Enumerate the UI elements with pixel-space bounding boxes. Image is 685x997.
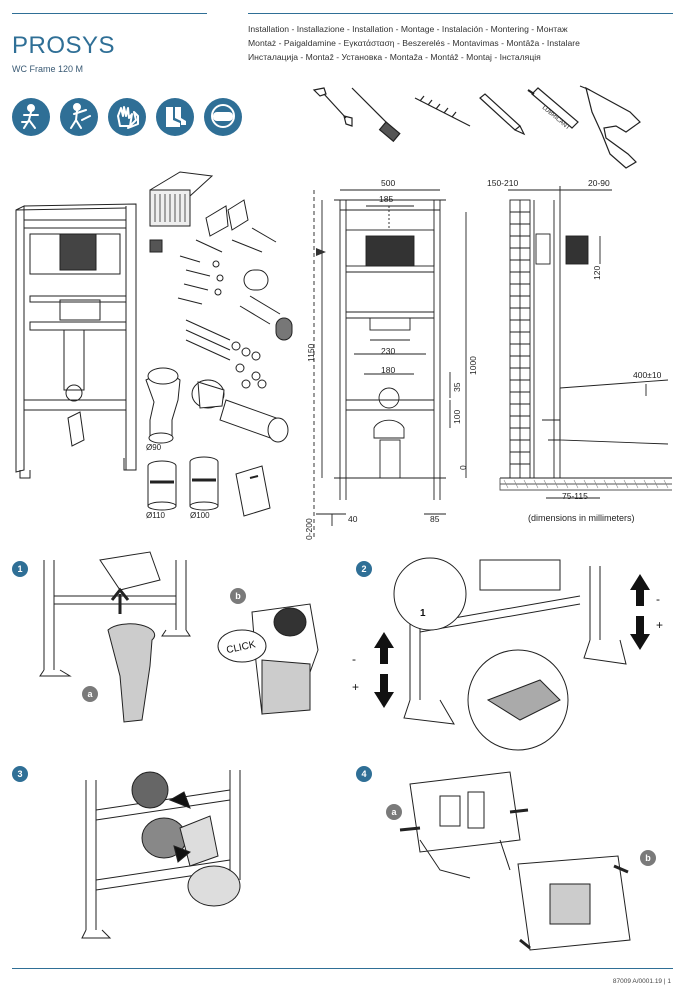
- dim-bracket-width: 230: [381, 346, 396, 356]
- dim-leg-40: 40: [348, 514, 358, 524]
- worker-carrying-icon: [60, 98, 98, 136]
- page-footer: 87009 A/0001.19 | 1: [613, 978, 671, 985]
- person-count-label: 1: [420, 608, 426, 619]
- minus-label-right: -: [656, 592, 660, 606]
- product-name: WC Frame 120 M: [12, 64, 84, 74]
- step-4a-badge: a: [386, 804, 402, 820]
- language-line: Installation - Installazione - Installat…: [248, 24, 568, 34]
- gloves-icon: [108, 98, 146, 136]
- footer-separator: |: [663, 978, 668, 985]
- front-view-drawing: [313, 189, 467, 540]
- document-code: 87009 A/0001.19: [612, 978, 663, 985]
- wc-frame-perspective: [15, 203, 137, 479]
- wrench-icon: [312, 87, 353, 127]
- language-line: Montaż - Paigaldamine - Εγκατάσταση - Be…: [248, 38, 580, 48]
- step-1-badge: 1: [12, 561, 28, 577]
- side-view-drawing: [499, 186, 672, 499]
- arrow-down-left-icon: [374, 674, 394, 708]
- arrow-up-right-icon: [630, 574, 650, 606]
- floor-hatch: [503, 479, 669, 489]
- worker-lifting-icon: [12, 98, 50, 136]
- footer-rule: [12, 968, 673, 969]
- minus-label-left: -: [352, 652, 356, 666]
- parts-kit: [149, 171, 293, 389]
- installation-languages: Installation - Installazione - Installat…: [248, 22, 673, 64]
- coupler-110-label: Ø110: [146, 511, 166, 520]
- step-3-badge: 3: [12, 766, 28, 782]
- safety-goggles-icon: [204, 98, 242, 136]
- pencil-icon: [479, 93, 526, 136]
- step-1b-badge: b: [230, 588, 246, 604]
- step-4b-badge: b: [640, 850, 656, 866]
- instruction-booklet-icon: [235, 465, 271, 517]
- language-line: Инсталација - Montaž - Установка - Monta…: [248, 52, 541, 62]
- straight-pipe: [191, 379, 289, 443]
- dim-floor-offset: 75-115: [562, 491, 588, 501]
- step-3-illustration: [81, 770, 241, 939]
- step-2-badge: 2: [356, 561, 372, 577]
- dim-drain-spacing: 180: [381, 365, 396, 375]
- dim-leg-85: 85: [430, 514, 440, 524]
- step-1a-badge: a: [82, 686, 98, 702]
- power-drill-icon: [579, 85, 641, 169]
- header-rule-left: [12, 13, 207, 14]
- header-rule-right: [248, 13, 673, 14]
- arrow-down-right-icon: [630, 616, 650, 650]
- click-bubble: CLICK: [217, 629, 267, 663]
- step-2-illustration: [393, 557, 627, 751]
- page-number: 1: [667, 978, 671, 985]
- plus-label-left: +: [352, 680, 360, 694]
- coupler-100-label: Ø100: [190, 511, 210, 520]
- arrow-up-left-icon: [374, 632, 394, 664]
- drill-bit-icon: [414, 95, 471, 127]
- units-caption: (dimensions in millimeters): [528, 513, 635, 523]
- brand-title: PROSYS: [12, 32, 116, 59]
- step-4-badge: 4: [356, 766, 372, 782]
- dim-width: 500: [381, 178, 396, 188]
- safety-boots-icon: [156, 98, 194, 136]
- tools-row: LUBRICANT: [312, 85, 641, 169]
- flush-arrow-icon: [316, 248, 326, 256]
- coupler-110: [147, 460, 177, 511]
- safety-icons-row: [12, 98, 242, 136]
- step-4-illustration: [399, 771, 631, 951]
- step-1-illustration: [39, 551, 319, 723]
- bend-pipe: [145, 367, 181, 444]
- dim-bowl-height: 400±10: [633, 370, 662, 380]
- dim-cistern-depth: 20-90: [588, 178, 610, 188]
- dim-wall-depth: 150-210: [487, 178, 519, 188]
- bend-diameter-label: Ø90: [146, 443, 162, 452]
- screwdriver-icon: [351, 87, 401, 143]
- plus-label-right: +: [656, 618, 664, 632]
- dim-inlet-width: 185: [379, 194, 394, 204]
- coupler-100: [189, 456, 219, 511]
